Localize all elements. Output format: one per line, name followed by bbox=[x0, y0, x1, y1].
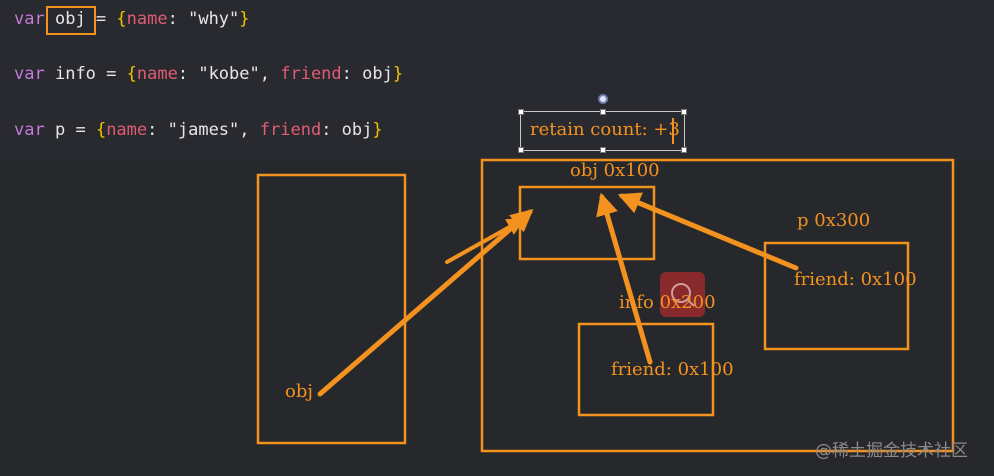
reference-value: obj bbox=[362, 64, 393, 84]
colon: : bbox=[321, 120, 342, 140]
reference-value: obj bbox=[341, 120, 373, 140]
p-heap-label: p 0x300 bbox=[797, 210, 871, 231]
brace: { bbox=[126, 64, 137, 84]
string-value: "kobe" bbox=[198, 64, 260, 84]
resize-handle[interactable] bbox=[600, 147, 606, 153]
arrow-p-friend-to-obj bbox=[617, 192, 799, 271]
brace: } bbox=[392, 64, 404, 84]
code-line-1: var obj = {name: "why"} bbox=[14, 9, 250, 29]
text-cursor bbox=[672, 118, 674, 144]
property: name bbox=[106, 120, 148, 140]
resize-handle[interactable] bbox=[681, 147, 687, 153]
arrow-extra-to-heap bbox=[445, 218, 526, 264]
info-friend-field: friend: 0x100 bbox=[611, 359, 734, 380]
property: friend bbox=[259, 120, 322, 140]
rotate-handle-icon[interactable] bbox=[598, 94, 608, 104]
operator: = bbox=[85, 9, 117, 29]
obj-heap-label: obj 0x100 bbox=[570, 160, 660, 181]
keyword: var bbox=[14, 9, 45, 29]
keyword: var bbox=[14, 120, 45, 140]
property: friend bbox=[280, 64, 342, 84]
colon: : bbox=[177, 64, 199, 84]
comma: , bbox=[259, 64, 281, 84]
string-value: "james" bbox=[167, 120, 240, 140]
comma: , bbox=[239, 120, 260, 140]
arrow-info-friend-to-obj bbox=[596, 192, 653, 365]
colon: : bbox=[167, 9, 189, 29]
variable-name: info bbox=[54, 64, 96, 84]
operator: = bbox=[95, 64, 127, 84]
variable-name: p bbox=[54, 120, 66, 140]
search-overlay-icon[interactable] bbox=[660, 272, 705, 317]
brace: { bbox=[95, 120, 107, 140]
stack-box bbox=[256, 173, 407, 445]
watermark: @稀土掘金技术社区 bbox=[815, 441, 968, 461]
obj-object-box bbox=[518, 185, 656, 261]
arrow-stack-obj-to-heap bbox=[317, 209, 534, 397]
obj-highlight-box bbox=[46, 6, 96, 35]
resize-handle[interactable] bbox=[600, 109, 606, 115]
variable-name: obj bbox=[54, 9, 86, 29]
code-editor: var obj = {name: "why"} var info = {name… bbox=[0, 0, 994, 162]
p-object-box bbox=[763, 241, 910, 351]
heap-box bbox=[480, 158, 955, 453]
colon: : bbox=[341, 64, 363, 84]
brace: } bbox=[239, 9, 250, 29]
keyword: var bbox=[14, 64, 45, 84]
property: name bbox=[126, 9, 168, 29]
info-object-box bbox=[577, 322, 715, 417]
resize-handle[interactable] bbox=[518, 147, 524, 153]
retain-count-label: retain count: +3 bbox=[530, 119, 680, 140]
colon: : bbox=[147, 120, 168, 140]
string-value: "why" bbox=[188, 9, 240, 29]
resize-handle[interactable] bbox=[518, 109, 524, 115]
operator: = bbox=[65, 120, 96, 140]
stack-obj-label: obj bbox=[285, 381, 313, 402]
info-heap-label: info 0x200 bbox=[619, 292, 716, 313]
retain-count-textbox[interactable] bbox=[518, 109, 687, 153]
brace: { bbox=[116, 9, 127, 29]
resize-handle[interactable] bbox=[681, 109, 687, 115]
brace: } bbox=[372, 120, 383, 140]
code-line-3: var p = {name: "james", friend: obj} bbox=[14, 120, 383, 140]
property: name bbox=[136, 64, 178, 84]
p-friend-field: friend: 0x100 bbox=[794, 269, 917, 290]
code-line-2: var info = {name: "kobe", friend: obj} bbox=[14, 64, 403, 84]
